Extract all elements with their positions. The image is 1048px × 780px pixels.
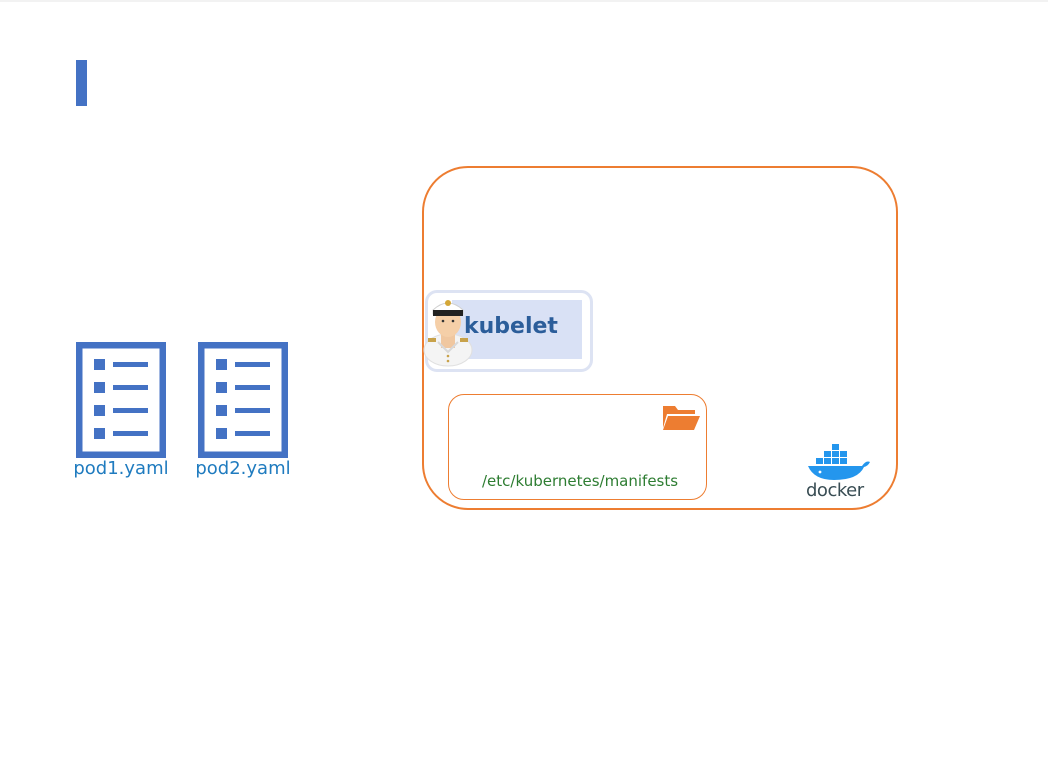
manifests-directory[interactable] xyxy=(448,394,707,500)
document-list-icon xyxy=(198,342,288,458)
folder-open-icon xyxy=(663,406,700,430)
node-container xyxy=(422,166,898,510)
file-pod2[interactable]: pod2.yaml xyxy=(193,342,293,479)
file-label: pod1.yaml xyxy=(73,458,169,479)
document-list-icon xyxy=(76,342,166,458)
file-label: pod2.yaml xyxy=(195,458,291,479)
title-accent-bar xyxy=(76,60,87,106)
manifests-path: /etc/kubernetes/manifests xyxy=(482,472,679,490)
file-pod1[interactable]: pod1.yaml xyxy=(71,342,171,479)
kubelet-panel[interactable] xyxy=(452,300,582,359)
top-divider xyxy=(0,0,1048,2)
docker-whale-icon xyxy=(808,444,870,480)
kubelet-label: kubelet xyxy=(464,314,558,339)
captain-icon xyxy=(423,300,473,367)
docker-label: docker xyxy=(806,480,864,501)
